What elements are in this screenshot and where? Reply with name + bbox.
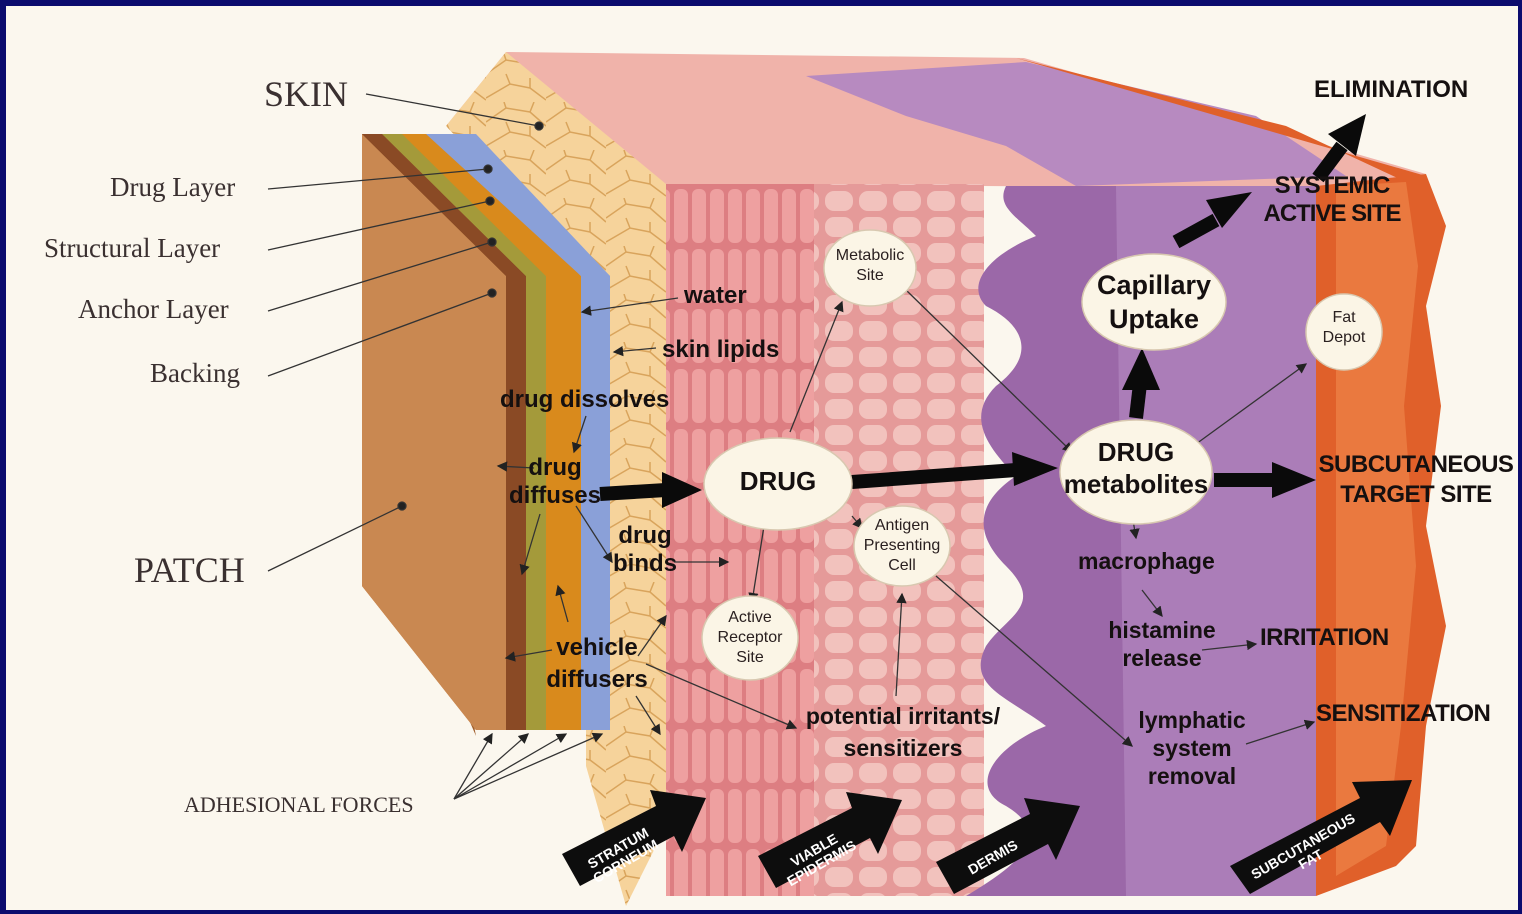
drug-node: DRUG bbox=[718, 468, 838, 494]
backing-label: Backing bbox=[150, 360, 240, 387]
patch-label: PATCH bbox=[134, 552, 245, 588]
drug-dissolves-label: drug dissolves bbox=[500, 388, 669, 412]
structural-layer-label: Structural Layer bbox=[44, 235, 220, 262]
macrophage-label: macrophage bbox=[1078, 550, 1215, 573]
skin-lipids-label: skin lipids bbox=[662, 338, 779, 362]
anchor-layer-label: Anchor Layer bbox=[78, 296, 229, 323]
sensitization-label: SENSITIZATION bbox=[1316, 702, 1490, 726]
drug-layer-label: Drug Layer bbox=[110, 174, 235, 201]
potential-irritants-label: potential irritants/sensitizers bbox=[796, 700, 1010, 764]
irritation-label: IRRITATION bbox=[1260, 626, 1389, 650]
adhesional-forces-label: ADHESIONAL FORCES bbox=[184, 794, 414, 816]
diagram-canvas: SKIN Drug Layer Structural Layer Anchor … bbox=[6, 6, 1518, 910]
water-label: water bbox=[684, 284, 747, 308]
elimination-label: ELIMINATION bbox=[1314, 78, 1468, 102]
skin-label: SKIN bbox=[264, 76, 348, 112]
skin-illustration bbox=[6, 6, 1518, 910]
